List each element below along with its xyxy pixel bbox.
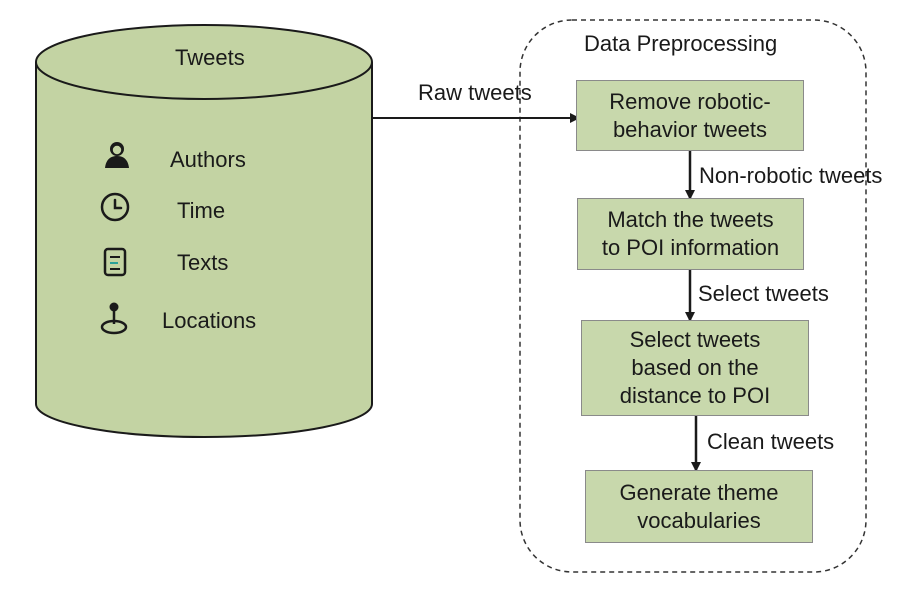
field-label-texts: Texts <box>177 250 229 275</box>
preprocessing-container <box>519 19 867 573</box>
field-label-locations: Locations <box>162 308 257 333</box>
preprocessing-title: Data Preprocessing <box>584 31 778 56</box>
clock-icon <box>100 192 130 222</box>
document-icon <box>103 247 127 277</box>
location-pin-icon <box>100 302 128 335</box>
step-select-distance-label: Select tweets based on the distance to P… <box>619 327 771 408</box>
edge-label-raw-tweets: Raw tweets <box>418 80 532 105</box>
field-label-authors: Authors <box>170 147 246 172</box>
step-remove-robotic-label: Remove robotic- behavior tweets <box>609 88 771 142</box>
field-label-time: Time <box>177 198 226 223</box>
step-remove-robotic: Remove robotic- behavior tweets <box>576 80 804 151</box>
person-icon <box>105 142 129 168</box>
database-title: Tweets <box>175 45 245 70</box>
edge-label-non-robotic: Non-robotic tweets <box>699 163 883 188</box>
step-generate-vocabularies-label: Generate theme vocabularies <box>619 479 779 533</box>
edge-label-select: Select tweets <box>698 281 829 306</box>
step-generate-vocabularies: Generate theme vocabularies <box>585 470 813 543</box>
tweets-database-cylinder <box>35 24 373 438</box>
step-match-poi: Match the tweets to POI information <box>577 198 804 270</box>
step-match-poi-label: Match the tweets to POI information <box>601 207 780 260</box>
edge-label-clean: Clean tweets <box>707 429 835 454</box>
step-select-distance: Select tweets based on the distance to P… <box>581 320 809 416</box>
